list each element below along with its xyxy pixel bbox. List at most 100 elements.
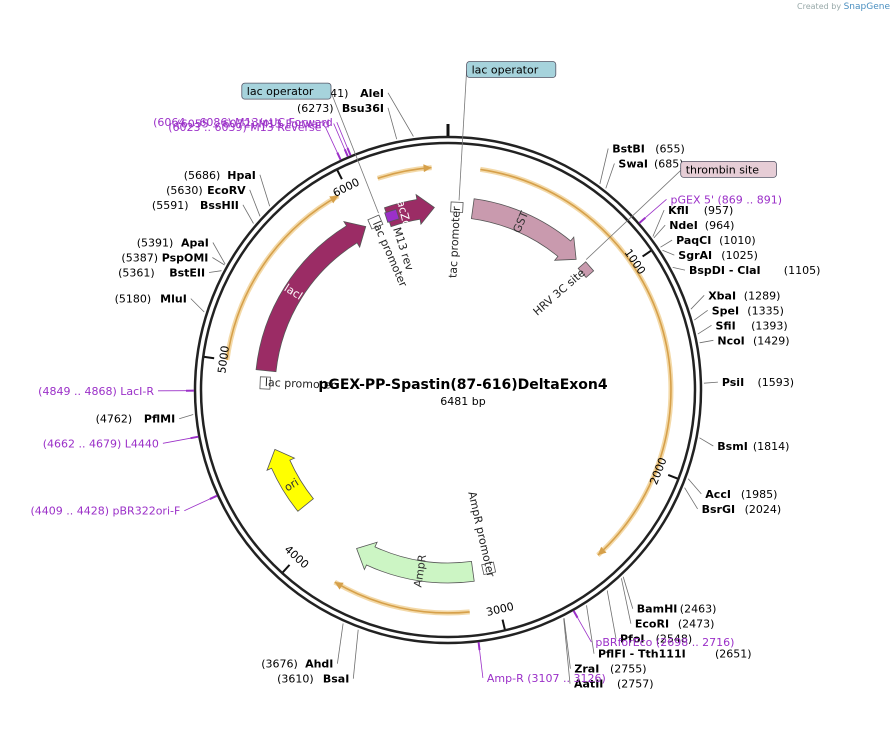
enzyme-site-apai[interactable]: ApaI(5391) <box>137 237 209 250</box>
enzyme-coord: (1025) <box>721 249 758 262</box>
enzyme-name[interactable]: BsrGI <box>702 503 735 516</box>
boxed-label-lac-operator[interactable]: lac operator <box>466 61 557 78</box>
enzyme-name[interactable]: EcoRI <box>635 618 669 631</box>
enzyme-site-paqci[interactable]: PaqCI (1010) <box>676 234 756 247</box>
backbone-outer-ring <box>193 135 703 645</box>
enzyme-site-sfii[interactable]: SfiI(1393) <box>716 319 788 332</box>
enzyme-site-aatii[interactable]: AatII(2757) <box>574 678 654 691</box>
enzyme-site-psii[interactable]: PsiI(1593) <box>722 376 794 389</box>
enzyme-site-ecori[interactable]: EcoRI(2473) <box>635 618 715 631</box>
orf-arrows-layer <box>224 164 674 616</box>
enzyme-name[interactable]: AccI <box>705 488 731 501</box>
enzyme-site-ecorv[interactable]: EcoRV(5630) <box>166 184 246 197</box>
enzyme-name[interactable]: AleI <box>360 87 384 100</box>
boxed-label-lac-operator[interactable]: lac operator <box>241 82 332 100</box>
primer-label[interactable]: (6023 .. 6039) M13 Reverse <box>168 121 321 134</box>
feature-gst <box>470 198 577 261</box>
enzyme-name[interactable]: XbaI <box>708 289 736 302</box>
enzyme-name[interactable]: BamHI <box>637 603 678 616</box>
primer-line <box>162 437 191 444</box>
enzyme-name[interactable]: SpeI <box>712 304 739 317</box>
enzyme-site-kfli[interactable]: KflI (957) <box>668 204 733 217</box>
enzyme-site-ncoi[interactable]: NcoI (1429) <box>717 334 789 347</box>
enzyme-site-pflmi[interactable]: PflMI(4762) <box>96 413 176 426</box>
enzyme-name[interactable]: AatII <box>574 678 603 691</box>
tick-mark <box>501 619 506 630</box>
enzyme-line <box>652 209 665 237</box>
enzyme-site-pflfi-tth111i[interactable]: PflFI - Tth111I(2651) <box>598 648 752 661</box>
enzyme-name[interactable]: ApaI <box>181 237 209 250</box>
enzyme-name[interactable]: NdeI <box>669 219 698 232</box>
enzyme-line <box>249 189 261 217</box>
enzyme-name[interactable]: EcoRV <box>207 184 246 197</box>
enzyme-name[interactable]: BstEII <box>169 267 205 280</box>
enzyme-name[interactable]: AhdI <box>305 658 333 671</box>
enzyme-name[interactable]: ZraI <box>574 663 599 676</box>
enzyme-coord: (5387) <box>121 252 158 265</box>
enzyme-site-bstbi[interactable]: BstBI(655) <box>612 143 685 156</box>
enzyme-name[interactable]: KflI <box>668 204 689 217</box>
enzyme-site-swai[interactable]: SwaI(685) <box>618 158 683 171</box>
enzyme-site-hpai[interactable]: HpaI(5686) <box>184 169 256 182</box>
enzyme-name[interactable]: PflMI <box>144 413 175 426</box>
primer-label[interactable]: (6055 .. 6072) M13 Forward <box>176 118 329 131</box>
enzyme-site-bspdi-clai[interactable]: BspDI - ClaI(1105) <box>689 264 820 277</box>
enzyme-site-sgrai[interactable]: SgrAI (1025) <box>678 249 758 262</box>
enzyme-name[interactable]: BssHII <box>200 199 239 212</box>
enzyme-site-bsmi[interactable]: BsmI(1814) <box>717 440 789 453</box>
plasmid-name: pGEX-PP-Spastin(87-616)DeltaExon4 <box>318 377 608 393</box>
enzyme-site-spei[interactable]: SpeI(1335) <box>712 304 784 317</box>
enzyme-line <box>605 163 615 189</box>
primer-label[interactable]: pGEX 5' (869 .. 891) <box>671 193 783 206</box>
enzyme-name[interactable]: HpaI <box>227 169 256 182</box>
boxed-label-thrombin-site[interactable]: thrombin site <box>680 160 777 178</box>
enzyme-site-ahdi[interactable]: AhdI(3676) <box>261 658 333 671</box>
enzyme-site-acci[interactable]: AccI(1985) <box>705 488 777 501</box>
primer-label[interactable]: (4849 .. 4868) LacI-R <box>38 385 154 398</box>
enzyme-name[interactable]: SfiI <box>716 319 736 332</box>
small-feature-ampr-promoter <box>481 561 497 576</box>
enzyme-coord: (957) <box>704 204 734 217</box>
enzyme-coord: (1010) <box>719 234 756 247</box>
enzyme-site-bsu36i[interactable]: Bsu36I(6273) <box>297 102 384 115</box>
enzyme-site-mlui[interactable]: MluI(5180) <box>115 293 187 306</box>
enzyme-coord: (1429) <box>753 334 790 347</box>
enzyme-name[interactable]: BsaI <box>323 673 349 686</box>
enzyme-name[interactable]: SgrAI <box>678 249 712 262</box>
enzyme-name[interactable]: PfoI <box>620 633 645 646</box>
primer-label[interactable]: pBRforEco (2698 .. 2716) <box>595 636 734 649</box>
enzyme-name[interactable]: Bsu36I <box>342 102 384 115</box>
enzyme-site-pspomi[interactable]: PspOMI (5387) <box>121 252 208 265</box>
enzyme-site-bamhi[interactable]: BamHI(2463) <box>637 603 717 616</box>
enzyme-name[interactable]: PaqCI <box>676 234 711 247</box>
enzyme-site-zrai[interactable]: ZraI(2755) <box>574 663 646 676</box>
enzyme-site-ndei[interactable]: NdeI(964) <box>669 219 734 232</box>
labels-layer: BstBI(655) SwaI(685) KflI (957) NdeI(964) Paq… <box>30 61 820 691</box>
enzyme-coord: (1289) <box>744 289 781 302</box>
small-feature-m13-rev <box>384 208 400 223</box>
primer-label[interactable]: (4409 .. 4428) pBR322ori-F <box>30 505 180 518</box>
enzyme-site-pfoi[interactable]: PfoI(2548) <box>620 633 692 646</box>
small-feature-label-hrv-3c-site: HRV 3C site <box>531 266 588 318</box>
enzyme-site-bsshii[interactable]: BssHII(5591) <box>152 199 239 212</box>
primer-label[interactable]: Amp-R (3107 .. 3126) <box>487 672 606 685</box>
enzyme-name[interactable]: PsiI <box>722 376 744 389</box>
primer-label[interactable]: (4662 .. 4679) L4440 <box>43 437 159 450</box>
enzyme-name[interactable]: MluI <box>160 293 187 306</box>
enzyme-name[interactable]: BsmI <box>717 440 748 453</box>
enzyme-line <box>690 295 705 310</box>
enzyme-name[interactable]: BstBI <box>612 143 645 156</box>
enzyme-name[interactable]: PspOMI <box>162 252 209 265</box>
enzyme-line <box>387 107 398 140</box>
enzyme-site-bsrgi[interactable]: BsrGI(2024) <box>702 503 782 516</box>
enzyme-site-bsai[interactable]: BsaI(3610) <box>277 673 349 686</box>
primer-label[interactable]: (6064 .. 6086) M13/pUC Forward <box>153 116 333 129</box>
enzyme-name[interactable]: PflFI - Tth111I <box>598 648 686 661</box>
enzyme-name[interactable]: BspDI - ClaI <box>689 264 761 277</box>
plasmid-length: 6481 bp <box>440 395 485 408</box>
enzyme-name[interactable]: SwaI <box>618 158 648 171</box>
enzyme-site-xbai[interactable]: XbaI (1289) <box>708 289 780 302</box>
enzyme-name[interactable]: NcoI <box>717 334 744 347</box>
enzyme-site-bsteii[interactable]: BstEII(5361) <box>118 267 205 280</box>
